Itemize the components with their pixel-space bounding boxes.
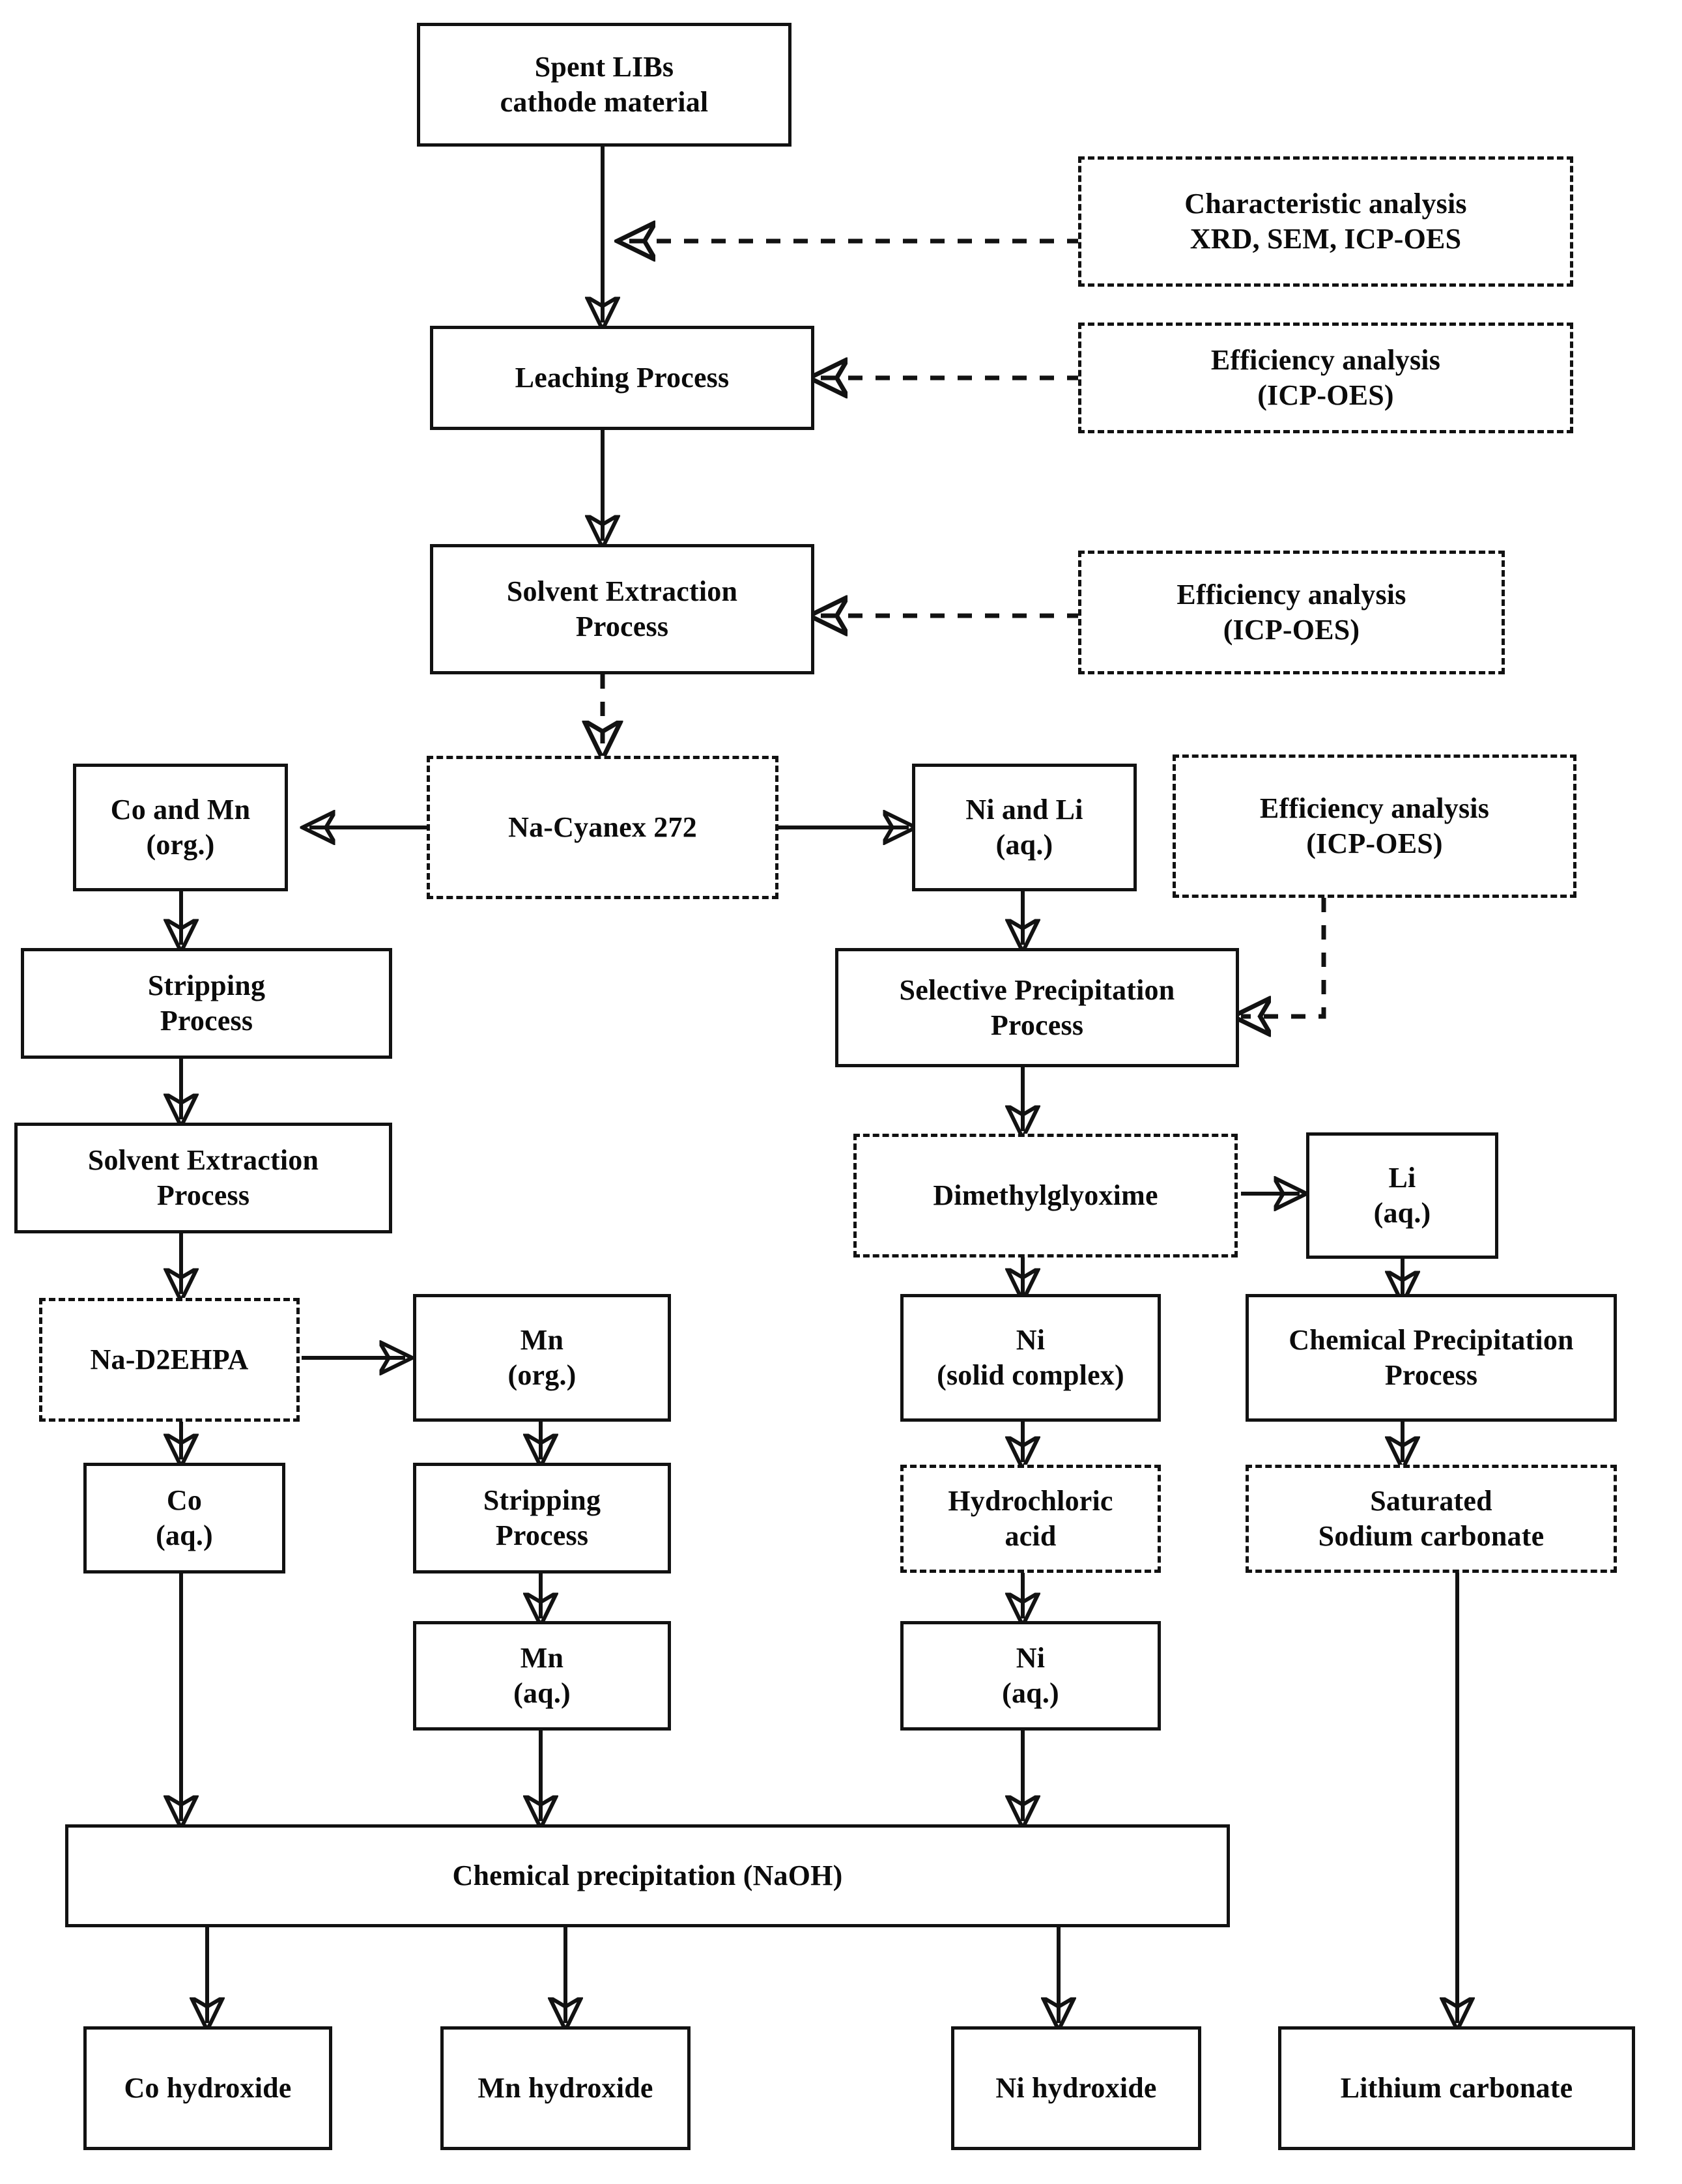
node-solvent-extraction-process-1[interactable]: Solvent Extraction Process	[430, 544, 814, 674]
node-chemical-precipitation-naoh[interactable]: Chemical precipitation (NaOH)	[65, 1824, 1230, 1927]
node-ni-and-li-aq[interactable]: Ni and Li (aq.)	[912, 764, 1137, 891]
node-label: Saturated Sodium carbonate	[1318, 1485, 1545, 1552]
node-label: Li (aq.)	[1373, 1162, 1431, 1229]
node-label: Efficiency analysis (ICP-OES)	[1176, 579, 1406, 646]
node-label: Solvent Extraction Process	[87, 1144, 319, 1211]
node-selective-precipitation-process[interactable]: Selective Precipitation Process	[835, 948, 1239, 1067]
node-ni-aq[interactable]: Ni (aq.)	[900, 1621, 1161, 1731]
node-label: Stripping Process	[483, 1484, 601, 1551]
node-label: Ni hydroxide	[995, 2072, 1157, 2105]
node-label: Na-D2EHPA	[90, 1343, 249, 1376]
edge-efficiency3-to-selprec	[1241, 898, 1326, 1016]
node-characteristic-analysis[interactable]: Characteristic analysis XRD, SEM, ICP-OE…	[1078, 156, 1573, 287]
node-hydrochloric-acid[interactable]: Hydrochloric acid	[900, 1465, 1161, 1573]
node-efficiency-analysis-precipitation[interactable]: Efficiency analysis (ICP-OES)	[1173, 754, 1576, 898]
node-spent-libs-cathode-material[interactable]: Spent LIBs cathode material	[417, 23, 791, 147]
node-label: Stripping Process	[147, 970, 266, 1037]
node-ni-solid-complex[interactable]: Ni (solid complex)	[900, 1294, 1161, 1422]
node-na-d2ehpa[interactable]: Na-D2EHPA	[39, 1298, 300, 1422]
node-label: Chemical Precipitation Process	[1289, 1324, 1574, 1391]
node-label: Solvent Extraction Process	[506, 575, 738, 642]
node-label: Characteristic analysis XRD, SEM, ICP-OE…	[1184, 188, 1467, 255]
node-efficiency-analysis-sx[interactable]: Efficiency analysis (ICP-OES)	[1078, 551, 1505, 674]
node-na-cyanex-272[interactable]: Na-Cyanex 272	[427, 756, 778, 899]
node-label: Co hydroxide	[124, 2072, 292, 2105]
node-label: Hydrochloric acid	[948, 1485, 1113, 1552]
node-co-hydroxide[interactable]: Co hydroxide	[83, 2026, 332, 2150]
node-label: Lithium carbonate	[1340, 2072, 1573, 2105]
node-dimethylglyoxime[interactable]: Dimethylglyoxime	[853, 1134, 1238, 1257]
node-ni-hydroxide[interactable]: Ni hydroxide	[951, 2026, 1201, 2150]
node-label: Mn hydroxide	[478, 2072, 653, 2105]
node-chemical-precipitation-process[interactable]: Chemical Precipitation Process	[1246, 1294, 1617, 1422]
node-label: Efficiency analysis (ICP-OES)	[1210, 344, 1441, 411]
node-label: Efficiency analysis (ICP-OES)	[1259, 792, 1490, 859]
node-label: Ni (aq.)	[1002, 1642, 1059, 1709]
node-label: Dimethylglyoxime	[933, 1179, 1158, 1212]
node-li-aq[interactable]: Li (aq.)	[1306, 1132, 1498, 1259]
node-co-and-mn-org[interactable]: Co and Mn (org.)	[73, 764, 288, 891]
node-co-aq[interactable]: Co (aq.)	[83, 1463, 285, 1573]
node-mn-aq[interactable]: Mn (aq.)	[413, 1621, 671, 1731]
node-label: Ni (solid complex)	[937, 1324, 1124, 1391]
node-label: Mn (org.)	[507, 1324, 577, 1391]
node-label: Chemical precipitation (NaOH)	[452, 1860, 843, 1892]
node-label: Co (aq.)	[156, 1484, 213, 1551]
node-label: Na-Cyanex 272	[508, 811, 697, 844]
node-mn-org[interactable]: Mn (org.)	[413, 1294, 671, 1422]
node-mn-hydroxide[interactable]: Mn hydroxide	[440, 2026, 691, 2150]
node-solvent-extraction-process-2[interactable]: Solvent Extraction Process	[14, 1123, 392, 1233]
node-label: Leaching Process	[515, 362, 730, 394]
node-lithium-carbonate[interactable]: Lithium carbonate	[1278, 2026, 1635, 2150]
node-label: Spent LIBs cathode material	[500, 51, 709, 118]
node-stripping-process-2[interactable]: Stripping Process	[413, 1463, 671, 1573]
node-saturated-sodium-carbonate[interactable]: Saturated Sodium carbonate	[1246, 1465, 1617, 1573]
node-label: Ni and Li (aq.)	[965, 794, 1083, 861]
node-efficiency-analysis-leaching[interactable]: Efficiency analysis (ICP-OES)	[1078, 323, 1573, 433]
node-label: Selective Precipitation Process	[899, 973, 1175, 1041]
node-leaching-process[interactable]: Leaching Process	[430, 326, 814, 430]
node-label: Mn (aq.)	[513, 1642, 571, 1709]
node-stripping-process-1[interactable]: Stripping Process	[21, 948, 392, 1059]
node-label: Co and Mn (org.)	[110, 794, 251, 861]
